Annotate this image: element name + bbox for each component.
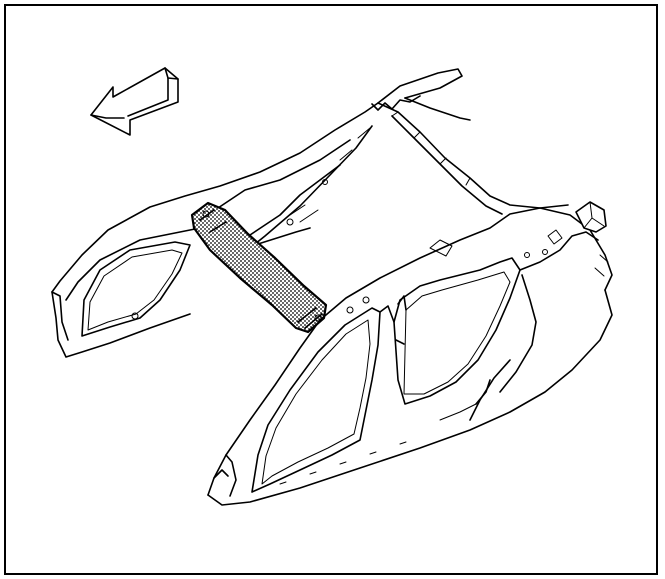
right-body-side [207,201,613,506]
roof-rear-rail [377,97,569,215]
roof-bow-panel [190,201,328,334]
arrow-forward-icon [90,67,179,136]
